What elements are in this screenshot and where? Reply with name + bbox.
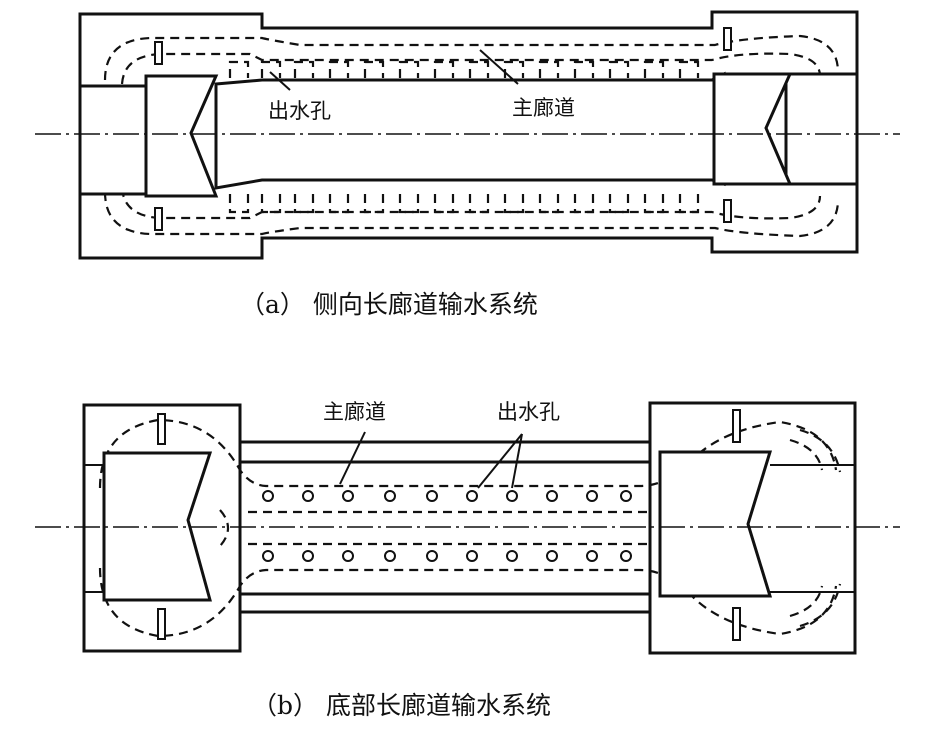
approach-downstream-b	[770, 464, 855, 593]
leader-outlet-b-1	[477, 433, 523, 489]
diagram-a: 出水孔 主廊道	[35, 10, 900, 260]
downstream-head-b	[648, 401, 857, 655]
valve-slot-a-3	[723, 27, 732, 51]
label-outlet-b: 出水孔	[497, 400, 560, 424]
gallery-outer-bottom-a	[103, 191, 840, 238]
caption-a: （a） 侧向长廊道输水系统	[240, 290, 538, 319]
caption-b: （b） 底部长廊道输水系统	[252, 691, 551, 720]
outlet-ports-top-a	[228, 60, 700, 78]
gallery-inner-bottom-a	[120, 187, 822, 220]
valve-slot-b-1	[157, 413, 166, 445]
leader-gallery-b	[339, 431, 366, 485]
lock-chamber-a	[214, 71, 726, 190]
approach-upstream-b	[84, 464, 104, 593]
valve-slot-b-2	[157, 608, 166, 640]
gallery-inner-top-a	[120, 52, 822, 85]
gallery-inner-b	[219, 509, 671, 547]
leader-outlet-a	[269, 71, 291, 91]
upstream-approach-a	[78, 84, 148, 196]
outlet-ports-bottom-a	[228, 194, 700, 214]
label-gallery-b: 主廊道	[323, 400, 386, 424]
label-gallery-a: 主廊道	[512, 96, 575, 120]
leader-gallery-a	[479, 49, 519, 85]
lock-outline-a	[78, 10, 859, 260]
valve-slot-a-4	[723, 199, 732, 223]
valve-slot-b-3	[732, 409, 741, 443]
upstream-gate-a	[144, 74, 219, 198]
downstream-gate-b	[658, 450, 773, 598]
upstream-head-b	[82, 403, 242, 653]
valve-slot-a-2	[154, 207, 163, 231]
valve-slot-b-4	[732, 607, 741, 641]
downstream-gate-a	[712, 72, 793, 186]
chamber-outline-b	[240, 440, 650, 614]
leader-outlet-b-2	[511, 433, 523, 489]
valve-slot-a-1	[154, 41, 163, 65]
outlet-holes-top-b	[262, 490, 632, 502]
diagram-b: 主廊道 出水孔	[35, 400, 900, 655]
downstream-approach-a	[784, 72, 859, 186]
outlet-holes-bottom-b	[262, 550, 632, 562]
gallery-outer-top-a	[103, 34, 840, 81]
gallery-corner-arcs-b	[789, 428, 842, 628]
label-outlet-a: 出水孔	[268, 99, 331, 123]
